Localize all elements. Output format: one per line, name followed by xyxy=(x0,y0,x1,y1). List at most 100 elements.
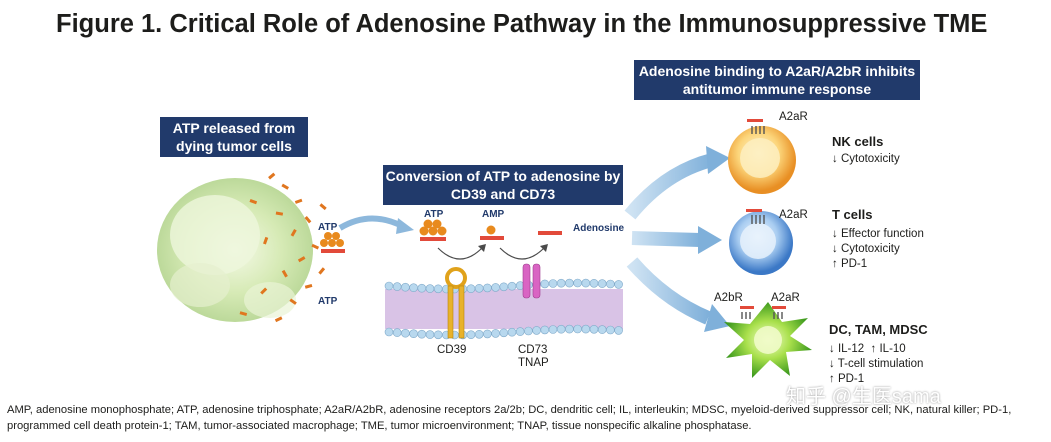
nk-cell xyxy=(728,119,796,194)
label-receptor-t: A2aR xyxy=(779,209,808,221)
lipid-head xyxy=(606,325,615,335)
lipid-head xyxy=(565,324,574,334)
lipid-head xyxy=(491,283,500,292)
lipid-head xyxy=(548,279,558,288)
lipid-head xyxy=(474,329,484,339)
lipid-head xyxy=(556,324,566,334)
lipid-head xyxy=(556,278,566,288)
lipid-head xyxy=(384,327,394,337)
lipid-head xyxy=(384,281,394,291)
lipid-head xyxy=(499,328,509,338)
dc-effect-3: ↑ PD-1 xyxy=(829,373,865,385)
label-receptor-nk: A2aR xyxy=(779,111,808,123)
arrow-to-dc xyxy=(626,257,711,325)
amp-molecule xyxy=(480,225,504,240)
t-cell xyxy=(729,209,793,275)
label-atp-2: ATP xyxy=(318,296,338,307)
lipid-head xyxy=(515,327,525,336)
arrow-amp-to-adenosine xyxy=(499,247,545,260)
lipid-head xyxy=(409,283,418,293)
lipid-head xyxy=(524,326,533,336)
watermark: 知乎 @生医sama xyxy=(786,386,941,408)
lipid-head xyxy=(597,279,607,288)
lipid-head xyxy=(573,324,582,334)
arrowhead-amp-adenosine xyxy=(540,244,548,252)
lipid-head xyxy=(565,278,574,288)
lipid-head xyxy=(401,328,410,338)
footnote: AMP, adenosine monophosphate; ATP, adeno… xyxy=(7,404,1012,432)
box-adenosine-binding: Adenosine binding to A2aR/A2bR inhibits … xyxy=(634,60,920,100)
arrowhead-atp-amp xyxy=(478,244,486,252)
atp-molecule-tumor xyxy=(320,232,345,253)
arrowhead-dc xyxy=(704,304,730,332)
nk-effect: ↓ Cytotoxicity xyxy=(832,153,900,165)
box-atp-release: ATP released from dying tumor cells xyxy=(160,117,308,157)
dc-cells-title: DC, TAM, MDSC xyxy=(829,322,928,337)
lipid-head xyxy=(483,329,492,339)
lipid-head xyxy=(425,284,435,293)
lipid-head xyxy=(474,283,484,293)
arrowhead-tumor xyxy=(396,218,414,234)
lipid-head xyxy=(548,325,558,334)
label-atp-membrane: ATP xyxy=(424,209,444,220)
lipid-head xyxy=(507,281,517,291)
label-cd39: CD39 xyxy=(437,344,467,356)
arrow-to-nk xyxy=(624,153,714,220)
lipid-head xyxy=(597,325,607,334)
lipid-head xyxy=(589,324,599,334)
lipid-head xyxy=(614,280,623,289)
label-atp-1: ATP xyxy=(318,222,338,233)
lipid-head xyxy=(606,279,615,289)
atp-molecule-membrane xyxy=(419,219,447,241)
arrowhead-nk xyxy=(706,146,730,174)
page-title: Figure 1. Critical Role of Adenosine Pat… xyxy=(56,10,988,38)
lipid-head xyxy=(507,327,517,337)
dying-tumor-cell xyxy=(157,178,313,322)
lipid-head xyxy=(573,278,582,288)
adenosine-molecule xyxy=(538,231,562,235)
arrow-to-t xyxy=(631,231,701,247)
cd39-enzyme xyxy=(445,267,467,339)
lipid-head xyxy=(581,324,591,334)
cell-membrane xyxy=(384,278,623,340)
t-effect-2: ↓ Cytotoxicity xyxy=(832,243,900,255)
lipid-head xyxy=(483,283,492,293)
label-tnap: TNAP xyxy=(518,357,549,369)
lipid-head xyxy=(417,329,427,339)
lipid-head xyxy=(433,330,443,340)
lipid-head xyxy=(540,279,550,289)
lipid-head xyxy=(540,325,550,335)
label-receptor-dc-1: A2bR xyxy=(714,292,743,304)
lipid-head xyxy=(581,278,591,288)
lipid-head xyxy=(433,284,443,294)
arrow-atp-to-amp xyxy=(437,247,483,260)
lipid-head xyxy=(425,330,435,339)
lipid-head xyxy=(532,326,541,335)
lipid-head xyxy=(409,329,418,339)
dc-effect-2: ↓ T-cell stimulation xyxy=(829,358,924,370)
box-conversion: Conversion of ATP to adenosine by CD39 a… xyxy=(383,165,623,205)
dc-effect-1: ↓ IL-12 ↑ IL-10 xyxy=(829,343,906,355)
t-cells-title: T cells xyxy=(832,207,873,222)
label-amp: AMP xyxy=(482,209,505,220)
lipid-head xyxy=(614,326,623,335)
arrow-tumor-to-membrane xyxy=(338,215,404,231)
label-receptor-dc-2: A2aR xyxy=(771,292,800,304)
lipid-head xyxy=(589,278,599,288)
lipid-head xyxy=(417,283,427,293)
lipid-head xyxy=(499,282,509,292)
t-effect-3: ↑ PD-1 xyxy=(832,258,868,270)
lipid-head xyxy=(491,329,500,338)
dc-cell xyxy=(724,302,812,378)
nk-cells-title: NK cells xyxy=(832,134,884,149)
label-cd73: CD73 xyxy=(518,344,548,356)
lipid-head xyxy=(392,282,402,291)
cd73-enzyme xyxy=(522,263,541,299)
lipid-head xyxy=(401,282,410,292)
t-effect-1: ↓ Effector function xyxy=(832,228,924,240)
label-adenosine: Adenosine xyxy=(573,223,625,234)
arrowhead-t xyxy=(698,226,722,254)
lipid-head xyxy=(466,330,476,340)
atp-fragments xyxy=(239,172,327,323)
